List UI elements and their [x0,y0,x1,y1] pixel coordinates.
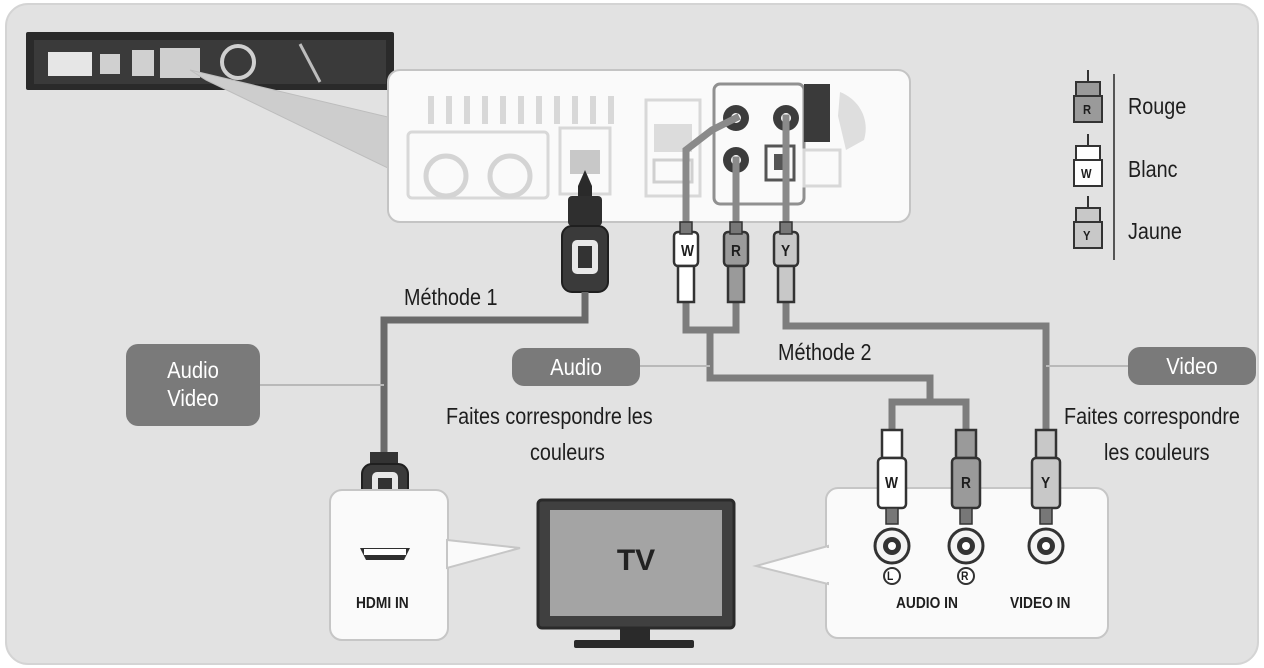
audio-video-tag-line1: Audio [167,357,219,383]
tv-plug-red-label: R [961,475,971,492]
tv-plug-yellow-label: Y [1041,475,1051,492]
plug-red-label: R [731,243,741,260]
audio-note-line1: Faites correspondre les [446,403,653,429]
tv-illustration [536,498,736,648]
leader-lines [260,365,1128,386]
legend-letter-w: W [1081,166,1092,181]
audio-note-line2: couleurs [530,439,605,465]
legend-letter-r: R [1083,102,1092,117]
method-2-label: Méthode 2 [778,339,872,365]
hdmi-in-label: HDMI IN [356,595,409,612]
jack-right-label: R [961,569,969,583]
tv-label: TV [616,544,656,577]
audio-video-tag-line2: Video [167,385,219,411]
video-note-line2: les couleurs [1104,439,1210,465]
player-thumbnail [26,32,394,90]
audio-video-tag: Audio Video [126,344,260,426]
av-in-panel [752,487,1109,639]
legend-name-jaune: Jaune [1128,218,1182,244]
video-note-line1: Faites correspondre [1064,403,1240,429]
audio-in-label: AUDIO IN [896,595,958,612]
legend-name-rouge: Rouge [1128,93,1187,119]
legend-plugs [1073,70,1115,260]
rca-plugs-tv [876,428,1062,525]
tv-plug-white-label: W [885,475,898,492]
video-tag: Video [1128,347,1256,385]
legend-letter-y: Y [1083,228,1091,243]
plug-yellow-label: Y [781,243,791,260]
video-in-label: VIDEO IN [1010,595,1071,612]
method-1-label: Méthode 1 [404,284,498,310]
rca-plugs-player [672,221,800,304]
legend-name-blanc: Blanc [1128,156,1178,182]
rear-panel-zoom [387,69,911,223]
plug-white-label: W [681,243,694,260]
jack-left-label: L [887,569,894,583]
hdmi-in-panel [329,489,521,641]
audio-tag: Audio [512,348,640,386]
